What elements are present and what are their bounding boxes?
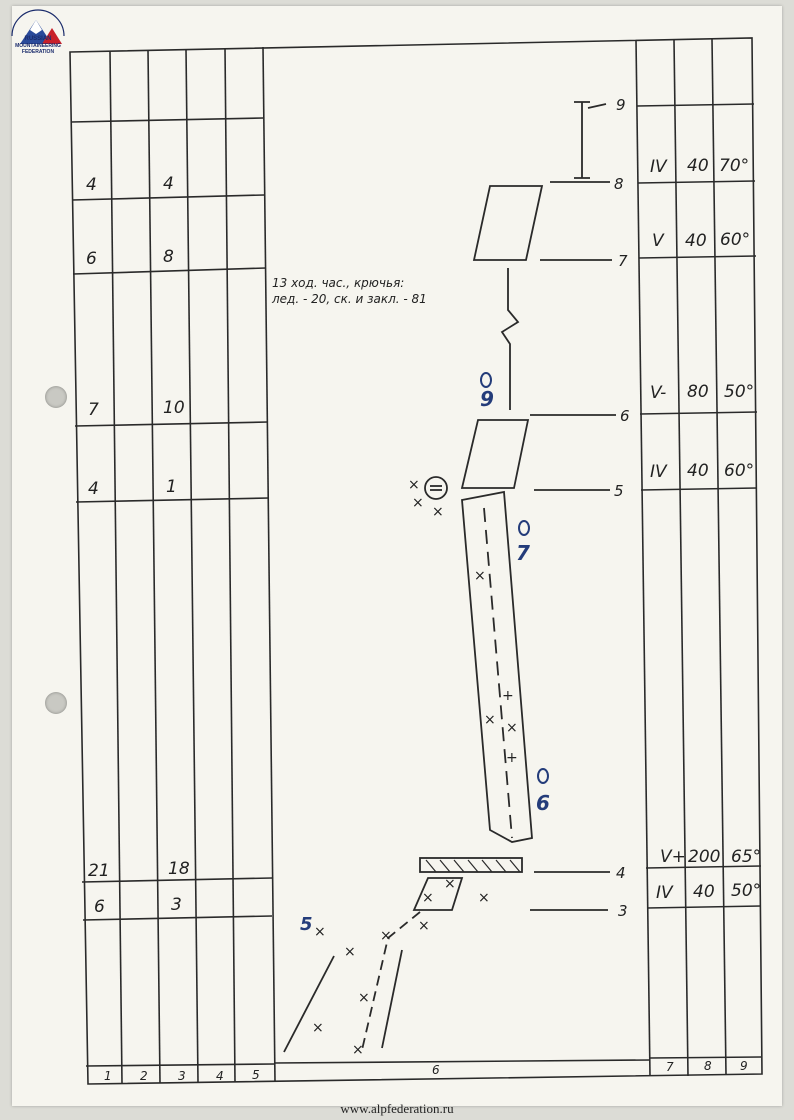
svg-text:×: × xyxy=(432,504,444,520)
bivouac-marks: 9 7 6 xyxy=(480,387,550,815)
bivouac-6: 6 xyxy=(536,791,550,815)
r5-category: V+ xyxy=(660,847,686,867)
r2-angle: 60° xyxy=(720,230,750,250)
row-c-col1: 7 xyxy=(88,400,99,420)
section-4: 4 xyxy=(616,864,626,882)
r2-length: 40 xyxy=(685,231,707,251)
svg-text:×: × xyxy=(380,928,392,944)
svg-text:×: × xyxy=(408,477,420,493)
row-b-col3: 8 xyxy=(163,247,174,267)
r5-angle: 65° xyxy=(731,847,761,867)
logo-line-2: MOUNTAINEERING xyxy=(15,43,61,49)
section-9: 9 xyxy=(616,96,626,114)
note-line-2: лед. - 20, ск. и закл. - 81 xyxy=(271,292,427,306)
bivouac-7: 7 xyxy=(516,541,530,565)
row-f-col3: 3 xyxy=(171,895,182,915)
col-header-5: 5 xyxy=(252,1068,260,1082)
row-a-col3: 4 xyxy=(163,174,174,194)
r3-angle: 50° xyxy=(724,382,754,402)
svg-text:×: × xyxy=(422,890,434,906)
note-line-1: 13 ход. час., крючья: xyxy=(272,276,404,290)
svg-text:+: + xyxy=(506,750,518,766)
col-header-2: 2 xyxy=(140,1069,148,1083)
r1-length: 40 xyxy=(687,156,709,176)
bivouac-tent-icons xyxy=(480,372,549,784)
svg-text:×: × xyxy=(474,568,486,584)
r4-angle: 60° xyxy=(724,461,754,481)
row-f-col1: 6 xyxy=(94,897,105,917)
r4-category: IV xyxy=(650,462,668,482)
col-header-7: 7 xyxy=(666,1060,674,1074)
svg-text:×: × xyxy=(412,495,424,511)
binder-hole-top xyxy=(45,386,67,408)
svg-text:×: × xyxy=(352,1042,364,1058)
svg-text:×: × xyxy=(358,990,370,1006)
svg-text:×: × xyxy=(478,890,490,906)
row-e-col1: 21 xyxy=(88,861,110,881)
start-point-label: 5 xyxy=(300,914,313,935)
section-3: 3 xyxy=(618,902,628,920)
row-c-col3: 10 xyxy=(163,398,185,418)
route-drawing xyxy=(283,101,616,1053)
piton-marks: × × × × × × + + × × × × × × × × × xyxy=(312,477,518,1058)
r1-angle: 70° xyxy=(719,156,749,176)
logo-line-1: RUSSIAN xyxy=(24,36,52,42)
col-header-3: 3 xyxy=(178,1069,186,1083)
r3-category: V- xyxy=(650,383,666,403)
right-table-values: IV 40 70° V 40 60° V- 80 50° IV 40 60° V… xyxy=(650,156,761,903)
svg-text:×: × xyxy=(344,944,356,960)
row-d-col3: 1 xyxy=(166,477,177,497)
svg-text:×: × xyxy=(312,1020,324,1036)
start-cross: × xyxy=(314,924,326,940)
section-5: 5 xyxy=(614,482,624,500)
footer-url[interactable]: www.alpfederation.ru xyxy=(340,1101,454,1116)
row-a-col1: 4 xyxy=(86,175,97,195)
col-header-1: 1 xyxy=(104,1069,112,1083)
section-numbers: 9 8 7 6 5 4 3 xyxy=(614,96,630,920)
col-header-9: 9 xyxy=(740,1059,748,1073)
r6-length: 40 xyxy=(693,882,715,902)
svg-text:×: × xyxy=(444,876,456,892)
logo-line-3: FEDERATION xyxy=(21,49,55,55)
section-8: 8 xyxy=(614,175,624,193)
mountain-logo-icon xyxy=(11,9,65,44)
svg-text:+: + xyxy=(502,688,514,704)
svg-text:×: × xyxy=(484,712,496,728)
row-e-col3: 18 xyxy=(168,859,190,879)
col-header-4: 4 xyxy=(216,1069,224,1083)
left-table-values: 4 4 6 8 7 10 4 1 21 18 6 3 xyxy=(86,174,190,917)
bottom-header-row: 1 2 3 4 5 6 7 8 9 xyxy=(104,1059,748,1083)
row-d-col1: 4 xyxy=(88,479,99,499)
binder-hole-bottom xyxy=(45,692,67,714)
scheme-sheet xyxy=(12,6,782,1106)
col-header-8: 8 xyxy=(704,1059,712,1073)
r1-category: IV xyxy=(650,157,668,177)
bivouac-9: 9 xyxy=(480,387,494,411)
svg-text:×: × xyxy=(418,918,430,934)
r6-category: IV xyxy=(656,883,674,903)
r2-category: V xyxy=(652,231,665,251)
svg-text:×: × xyxy=(506,720,518,736)
r3-length: 80 xyxy=(687,382,709,402)
r4-length: 40 xyxy=(687,461,709,481)
table-grid xyxy=(69,37,763,1085)
section-6: 6 xyxy=(620,407,630,425)
r5-length: 200 xyxy=(688,847,720,867)
federation-logo xyxy=(6,6,70,58)
section-7: 7 xyxy=(618,252,628,270)
col-header-6: 6 xyxy=(432,1063,440,1077)
r6-angle: 50° xyxy=(731,881,761,901)
hours-and-pitons-note: 13 ход. час., крючья: лед. - 20, ск. и з… xyxy=(271,276,427,306)
row-b-col1: 6 xyxy=(86,249,97,269)
